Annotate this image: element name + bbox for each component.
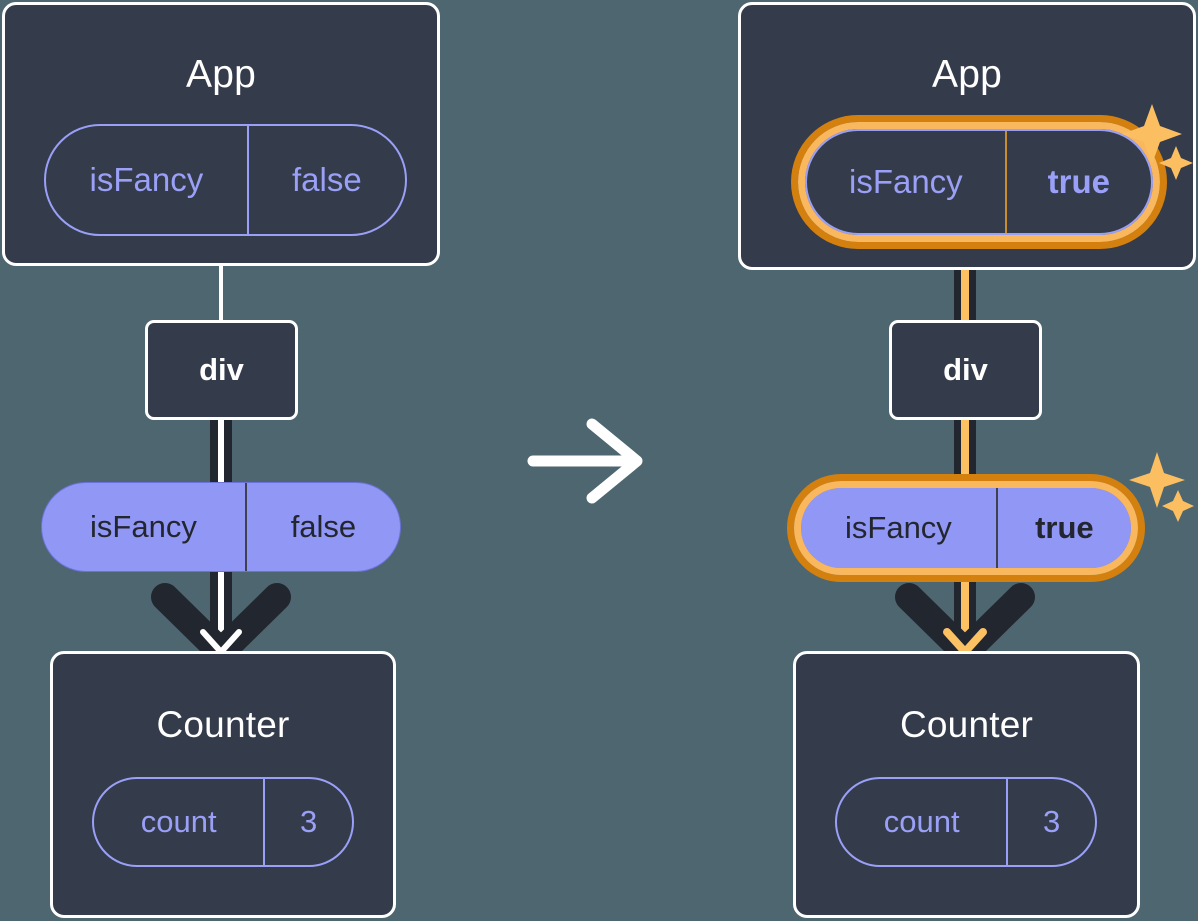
after-app-state-value: true: [1004, 131, 1151, 233]
after-prop-key: isFancy: [845, 510, 952, 545]
after-counter-card: Counter count 3: [793, 651, 1140, 918]
before-app-state-value: false: [246, 126, 405, 234]
after-counter-state-pill: count 3: [835, 777, 1097, 867]
sparkles-icon: [1129, 452, 1194, 522]
arrow-right-icon: [527, 418, 643, 504]
before-prop-pill: isFancy false: [41, 482, 401, 572]
after-app-title: App: [932, 53, 1002, 96]
after-counter-state-key: count: [883, 804, 960, 839]
sparkles-icon: [1122, 104, 1193, 180]
before-counter-title: Counter: [156, 704, 290, 745]
before-app-card: App isFancy false: [2, 2, 440, 266]
before-app-title: App: [186, 53, 256, 96]
before-div-label: div: [199, 352, 244, 387]
before-app-state-key: isFancy: [89, 161, 204, 198]
before-app-state-pill: isFancy false: [44, 124, 407, 236]
after-app-card: App isFancy true: [738, 2, 1196, 270]
after-div-box: div: [889, 320, 1042, 420]
after-prop-pill: isFancy true: [800, 487, 1132, 569]
after-app-state-pill: isFancy true: [805, 129, 1153, 235]
before-counter-state-pill: count 3: [92, 777, 354, 867]
after-counter-title: Counter: [899, 704, 1034, 745]
after-prop-value: true: [995, 488, 1131, 568]
before-prop-key: isFancy: [90, 509, 197, 544]
before-div-box: div: [145, 320, 298, 420]
before-counter-card: Counter count 3: [50, 651, 396, 918]
before-prop-value: false: [244, 483, 400, 571]
after-counter-state-value: 3: [1006, 779, 1095, 865]
before-counter-state-key: count: [140, 804, 217, 839]
before-counter-state-value: 3: [263, 779, 352, 865]
after-div-label: div: [943, 352, 988, 387]
after-app-state-key: isFancy: [848, 163, 963, 200]
